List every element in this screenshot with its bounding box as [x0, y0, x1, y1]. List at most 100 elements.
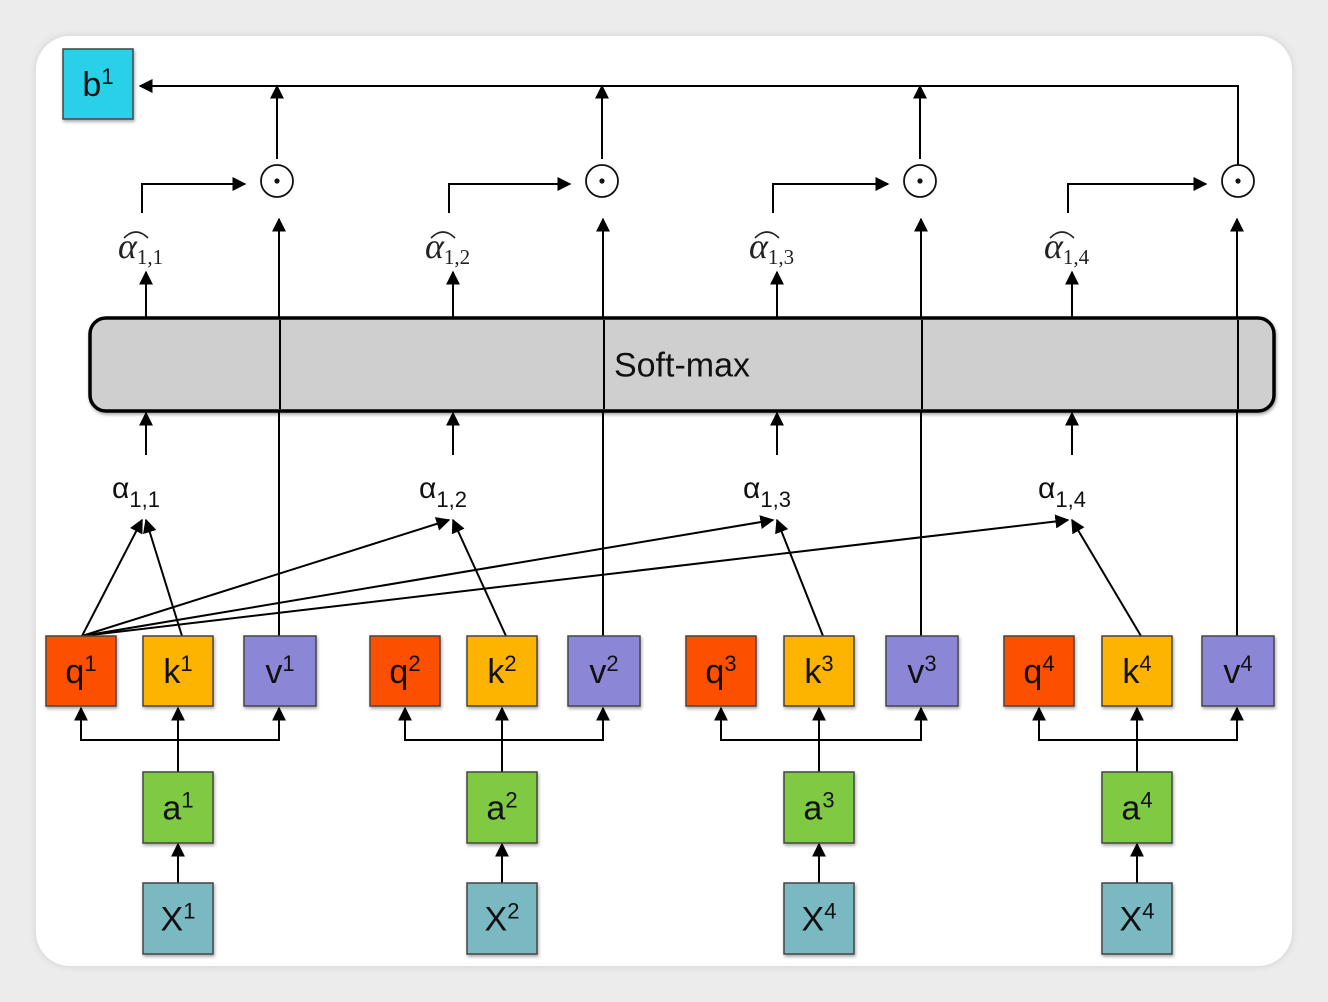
alpha-label-3: α1,3 [743, 472, 791, 512]
query-node-3: q3 [685, 635, 757, 707]
value-node-1: v1 [243, 635, 317, 707]
input-node-1-box [142, 882, 214, 955]
a-to-q-arrow-2 [398, 706, 502, 741]
a-to-v-arrow-3 [819, 706, 928, 741]
key-node-4: k4 [1101, 635, 1173, 707]
softmax-block: Soft-max [88, 316, 1276, 413]
query-node-4-box [1003, 635, 1075, 707]
input-node-2-box [466, 882, 538, 955]
value-node-2-label: v2 [589, 651, 618, 691]
input-node-1: X1 [142, 882, 214, 955]
alphahat-to-product-arrow-4 [1067, 177, 1208, 213]
input-node-2: X2 [466, 882, 538, 955]
query-node-1-label: q1 [65, 651, 96, 691]
query-node-1-box [45, 635, 117, 707]
value-node-1-box [243, 635, 317, 707]
value-node-2-box [567, 635, 641, 707]
input-node-4-box [1101, 882, 1173, 955]
embedding-node-2: a2 [466, 771, 538, 844]
value-node-3-box [885, 635, 959, 707]
embedding-node-3-label: a3 [803, 788, 834, 828]
key-node-4-label: k4 [1122, 651, 1151, 691]
alpha-hat-label-2: α1,2 [425, 226, 470, 269]
softmax-box [88, 316, 1276, 413]
key-node-1: k1 [142, 635, 214, 707]
hat-accent-2 [430, 231, 456, 239]
alpha-label-2: α1,2 [419, 472, 467, 512]
alphahat-to-product-arrow-1 [141, 177, 247, 213]
q1-to-alpha-arrow-1 [81, 518, 143, 637]
input-node-4-label: X4 [1120, 899, 1155, 939]
alphahat-to-product-arrow-2 [448, 177, 572, 213]
input-node-3: X4 [783, 882, 855, 955]
query-node-3-label: q3 [705, 651, 736, 691]
a-to-v-arrow-4 [1137, 706, 1244, 741]
embedding-node-1-box [142, 771, 214, 844]
embedding-node-4-label: a4 [1121, 788, 1152, 828]
k-to-alpha-arrow-4 [1071, 518, 1142, 637]
value-node-4-label: v4 [1223, 651, 1252, 691]
a-to-q-arrow-1 [74, 706, 178, 741]
product-dot-icon [917, 178, 923, 184]
query-node-1: q1 [45, 635, 117, 707]
key-node-3-label: k3 [804, 651, 833, 691]
embedding-node-1-label: a1 [162, 788, 193, 828]
key-node-3-box [783, 635, 855, 707]
output-node-box [62, 48, 134, 120]
product-node-2 [585, 164, 619, 198]
key-node-4-box [1101, 635, 1173, 707]
value-node-2: v2 [567, 635, 641, 707]
product-node-1 [260, 164, 294, 198]
product-node-3 [903, 164, 937, 198]
q1-to-alpha-arrow-4 [81, 514, 1070, 637]
hat-accent-4 [1049, 231, 1075, 239]
embedding-node-4: a4 [1101, 771, 1173, 844]
hat-accent-3 [754, 231, 780, 239]
input-node-1-label: X1 [161, 899, 196, 939]
alphahat-to-product-arrow-3 [772, 177, 890, 213]
value-node-4-box [1201, 635, 1275, 707]
key-node-1-box [142, 635, 214, 707]
output-node-label: b1 [82, 64, 113, 104]
input-node-3-label: X4 [802, 899, 837, 939]
value-node-3: v3 [885, 635, 959, 707]
output-node: b1 [62, 48, 134, 120]
key-node-3: k3 [783, 635, 855, 707]
embedding-node-1: a1 [142, 771, 214, 844]
input-node-3-box [783, 882, 855, 955]
a-to-v-arrow-1 [178, 706, 286, 741]
embedding-node-2-box [466, 771, 538, 844]
query-node-2-box [369, 635, 441, 707]
input-node-4: X4 [1101, 882, 1173, 955]
embedding-node-4-box [1101, 771, 1173, 844]
value-node-1-label: v1 [265, 651, 294, 691]
query-node-2-label: q2 [389, 651, 420, 691]
value-node-4: v4 [1201, 635, 1275, 707]
edges [74, 79, 1244, 883]
a-to-q-arrow-3 [714, 706, 819, 741]
key-node-1-label: k1 [163, 651, 192, 691]
key-node-2-label: k2 [487, 651, 516, 691]
k-to-alpha-arrow-1 [143, 518, 183, 637]
hat-accent-1 [123, 231, 149, 239]
product-dot-icon [599, 178, 605, 184]
embedding-node-3: a3 [783, 771, 855, 844]
embedding-node-3-box [783, 771, 855, 844]
product-dot-icon [1235, 178, 1241, 184]
a-to-q-arrow-4 [1032, 706, 1137, 741]
softmax-label: Soft-max [614, 347, 750, 385]
query-node-4: q4 [1003, 635, 1075, 707]
alpha-hat-label-1: α1,1 [118, 226, 163, 269]
a-to-v-arrow-2 [502, 706, 610, 741]
q1-to-alpha-arrow-3 [81, 515, 775, 637]
value-node-3-label: v3 [907, 651, 936, 691]
product-dot-icon [274, 178, 280, 184]
embedding-node-2-label: a2 [486, 788, 517, 828]
alpha-hat-label-3: α1,3 [749, 226, 794, 269]
alpha-label-4: α1,4 [1038, 472, 1086, 512]
query-node-2: q2 [369, 635, 441, 707]
input-node-2-label: X2 [485, 899, 520, 939]
q1-to-alpha-arrow-2 [81, 517, 451, 637]
